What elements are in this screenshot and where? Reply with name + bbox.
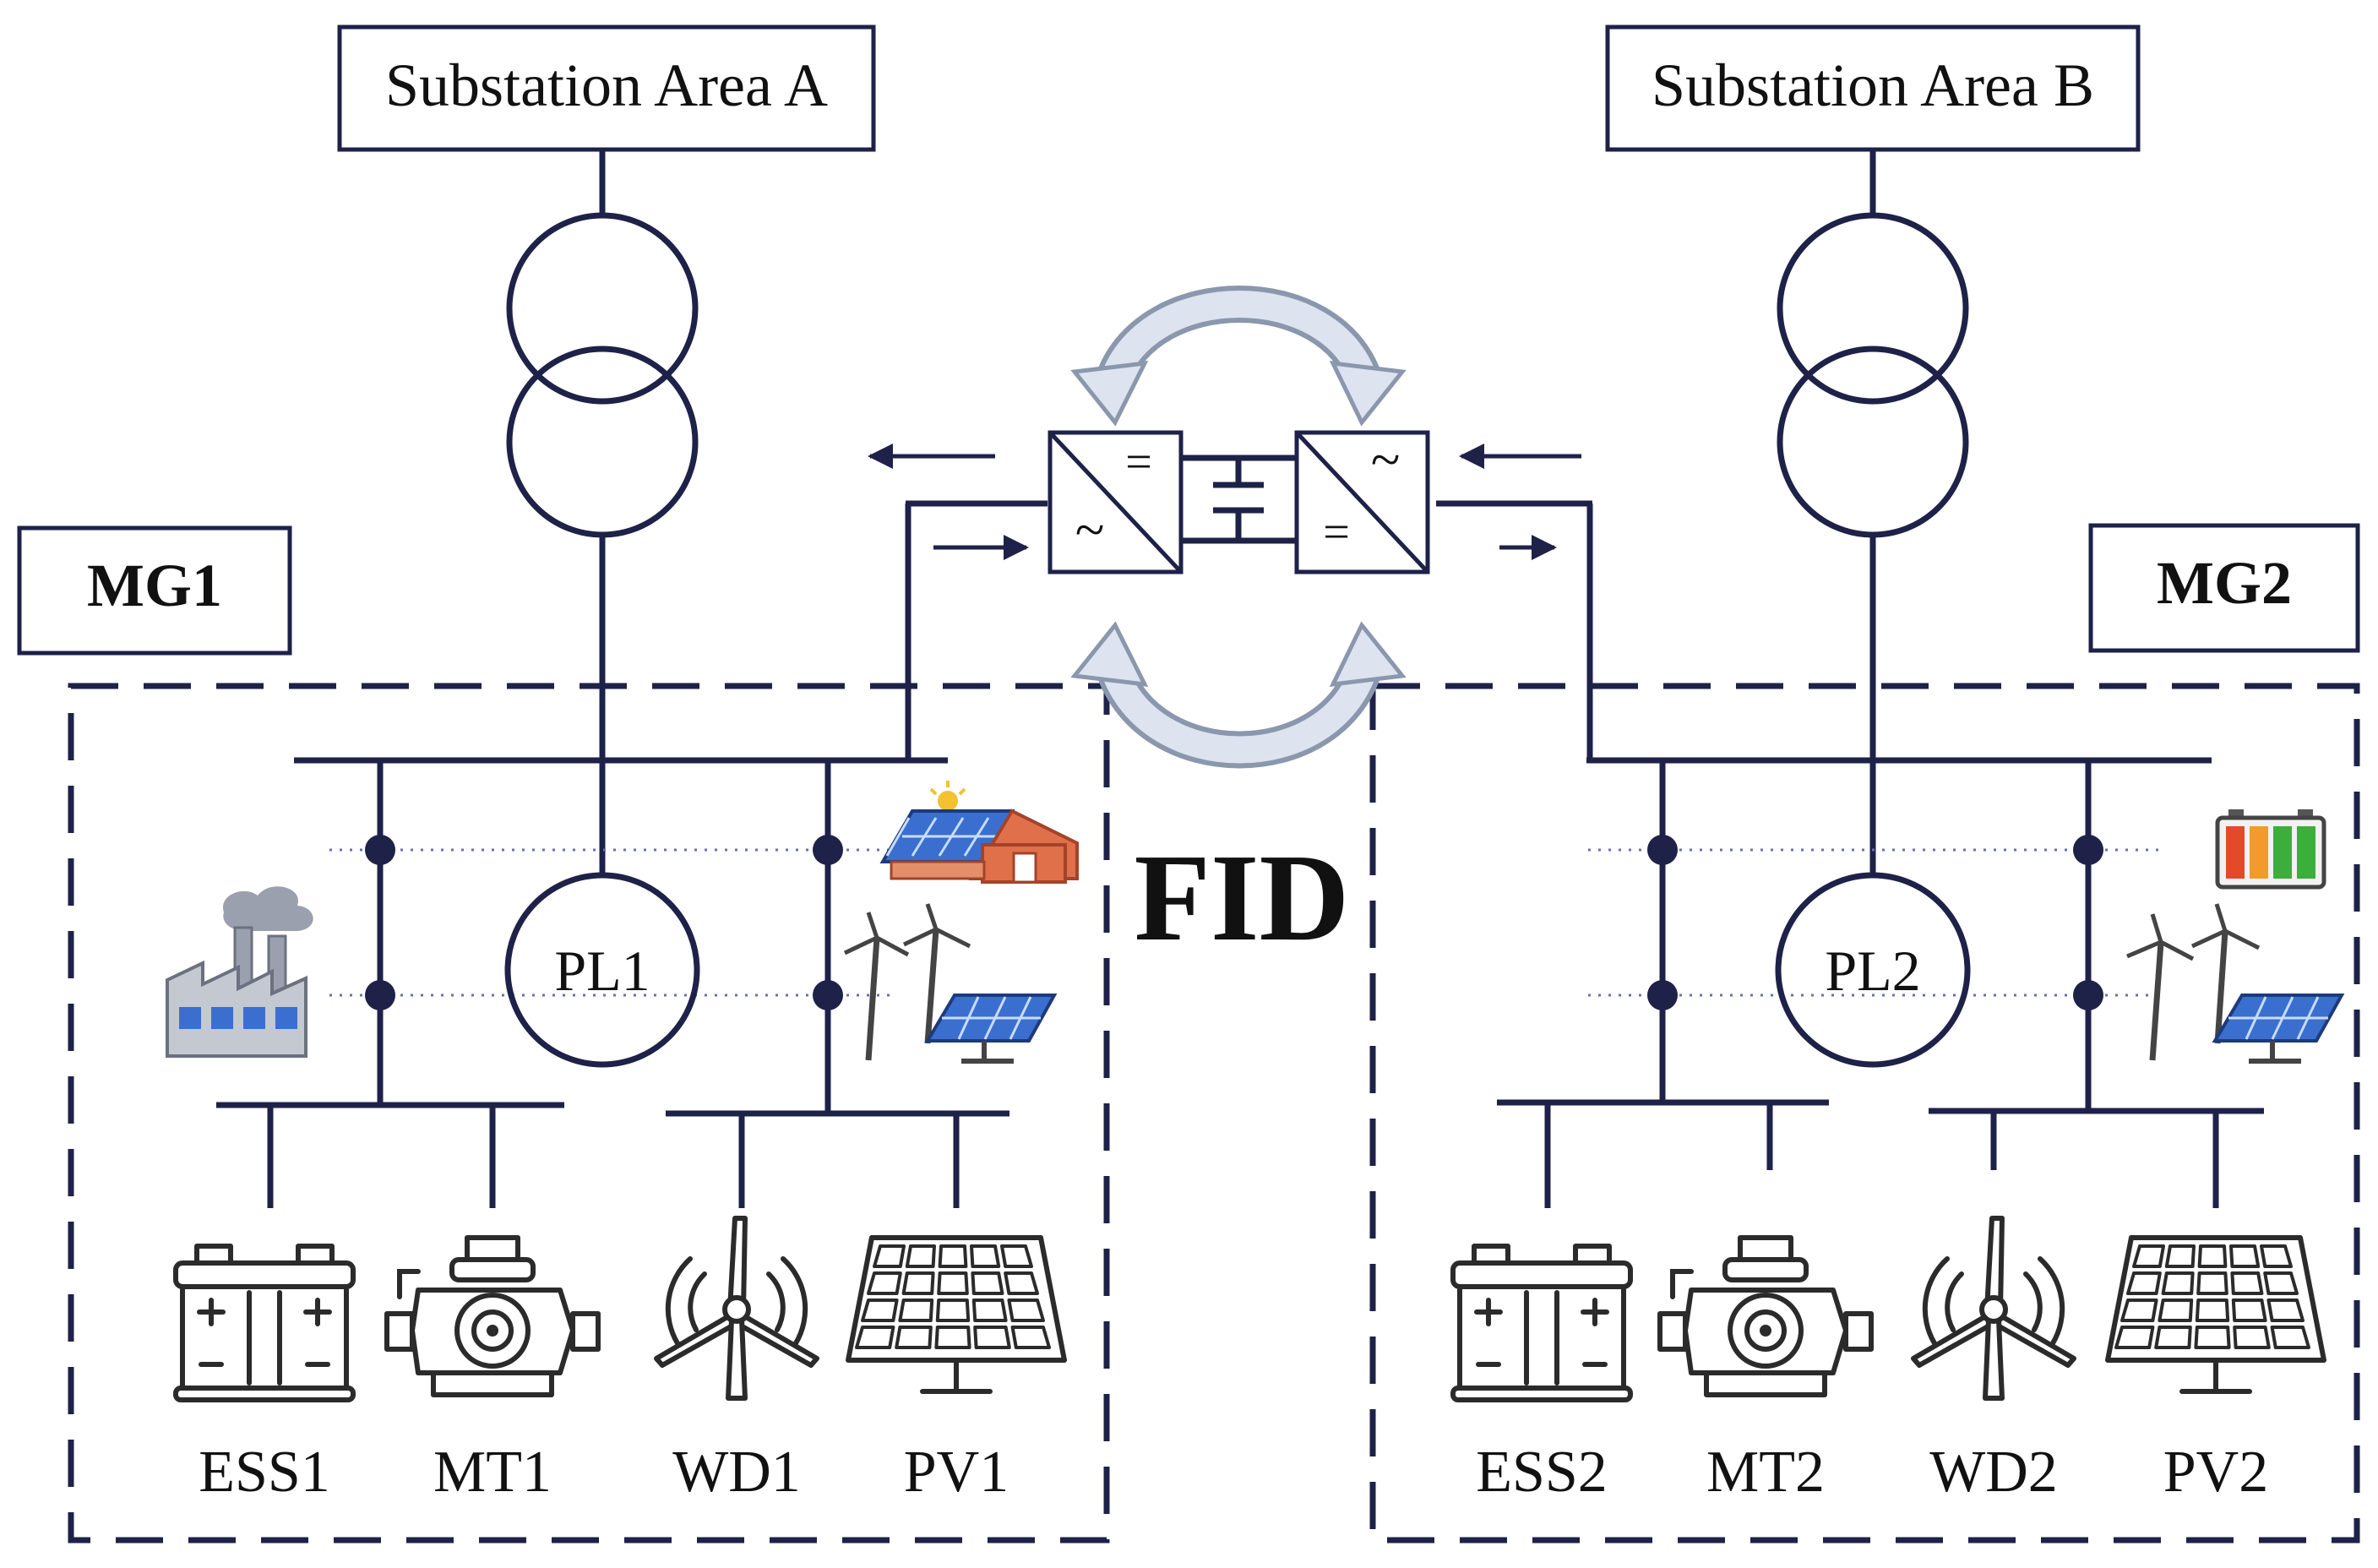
battery-color-icon [2215, 809, 2326, 890]
load-pl1: PL1 [504, 872, 700, 1068]
mg2-device-label: ESS2 [1476, 1440, 1608, 1505]
mg2-battery-icon [1450, 1244, 1633, 1402]
mg2-wind-turbine-icon [1911, 1216, 2076, 1401]
mg2-solar-panel-icon [2105, 1235, 2326, 1394]
mg1-device-label: WD1 [672, 1440, 801, 1505]
converter-left-dc-symbol: = [1125, 436, 1152, 488]
mg1-network [216, 500, 1048, 1208]
transformer-b [1777, 150, 1969, 874]
mg1-device-label: PV1 [904, 1440, 1009, 1505]
converter-right-ac-symbol: ~ [1371, 429, 1401, 489]
mg2-device-label: WD2 [1929, 1440, 2058, 1505]
solar-house-icon [879, 781, 1079, 884]
mg1-solar-panel-icon [846, 1235, 1067, 1394]
mg2-micro-turbine-icon [1657, 1235, 1874, 1397]
load-pl2: PL2 [1775, 872, 1971, 1068]
mg2-device-label: PV2 [2163, 1440, 2268, 1505]
substation-a-box: Substation Area A [337, 24, 876, 152]
mg2-network [1436, 500, 2264, 1208]
mg1-box: MG1 [17, 525, 292, 656]
mg2-device-row: ESS2 MT2 WD2 PV2 [1450, 1216, 2326, 1505]
power-flow-arrows [868, 444, 1581, 560]
factory-icon [166, 886, 313, 1058]
converter-right-dc-symbol: = [1323, 506, 1350, 558]
mg1-micro-turbine-icon [384, 1235, 601, 1397]
substation-b-label: Substation Area B [1652, 52, 2094, 119]
load-pl2-label: PL2 [1825, 939, 1920, 1003]
mg1-device-label: ESS1 [199, 1440, 330, 1505]
mg1-device-row: ESS1 MT1 WD1 PV1 [173, 1216, 1067, 1505]
back-to-back-converter: = ~ ~ = [1048, 429, 1430, 574]
converter-left-ac-symbol: ~ [1075, 499, 1105, 559]
mg1-device-label: MT1 [433, 1440, 552, 1505]
mg2-box: MG2 [2088, 523, 2360, 653]
mg2-boundary [1369, 683, 2360, 1544]
mg2-device-label: MT2 [1706, 1440, 1825, 1505]
mg1-label: MG1 [87, 552, 222, 619]
transformer-a [506, 150, 699, 874]
wind-solar-icon-mg1 [843, 903, 1058, 1064]
substation-b-box: Substation Area B [1605, 24, 2141, 152]
mg1-battery-icon [173, 1244, 356, 1402]
wind-solar-icon-mg2 [2126, 903, 2345, 1064]
exchange-arrow-bottom [1070, 621, 1407, 769]
load-pl1-label: PL1 [554, 939, 650, 1003]
exchange-arrow-top [1070, 286, 1407, 427]
fid-label: FID [1135, 829, 1350, 967]
mg2-label: MG2 [2157, 549, 2292, 617]
mg1-wind-turbine-icon [654, 1216, 819, 1401]
mg1-boundary [68, 683, 1110, 1544]
substation-a-label: Substation Area A [385, 52, 828, 119]
